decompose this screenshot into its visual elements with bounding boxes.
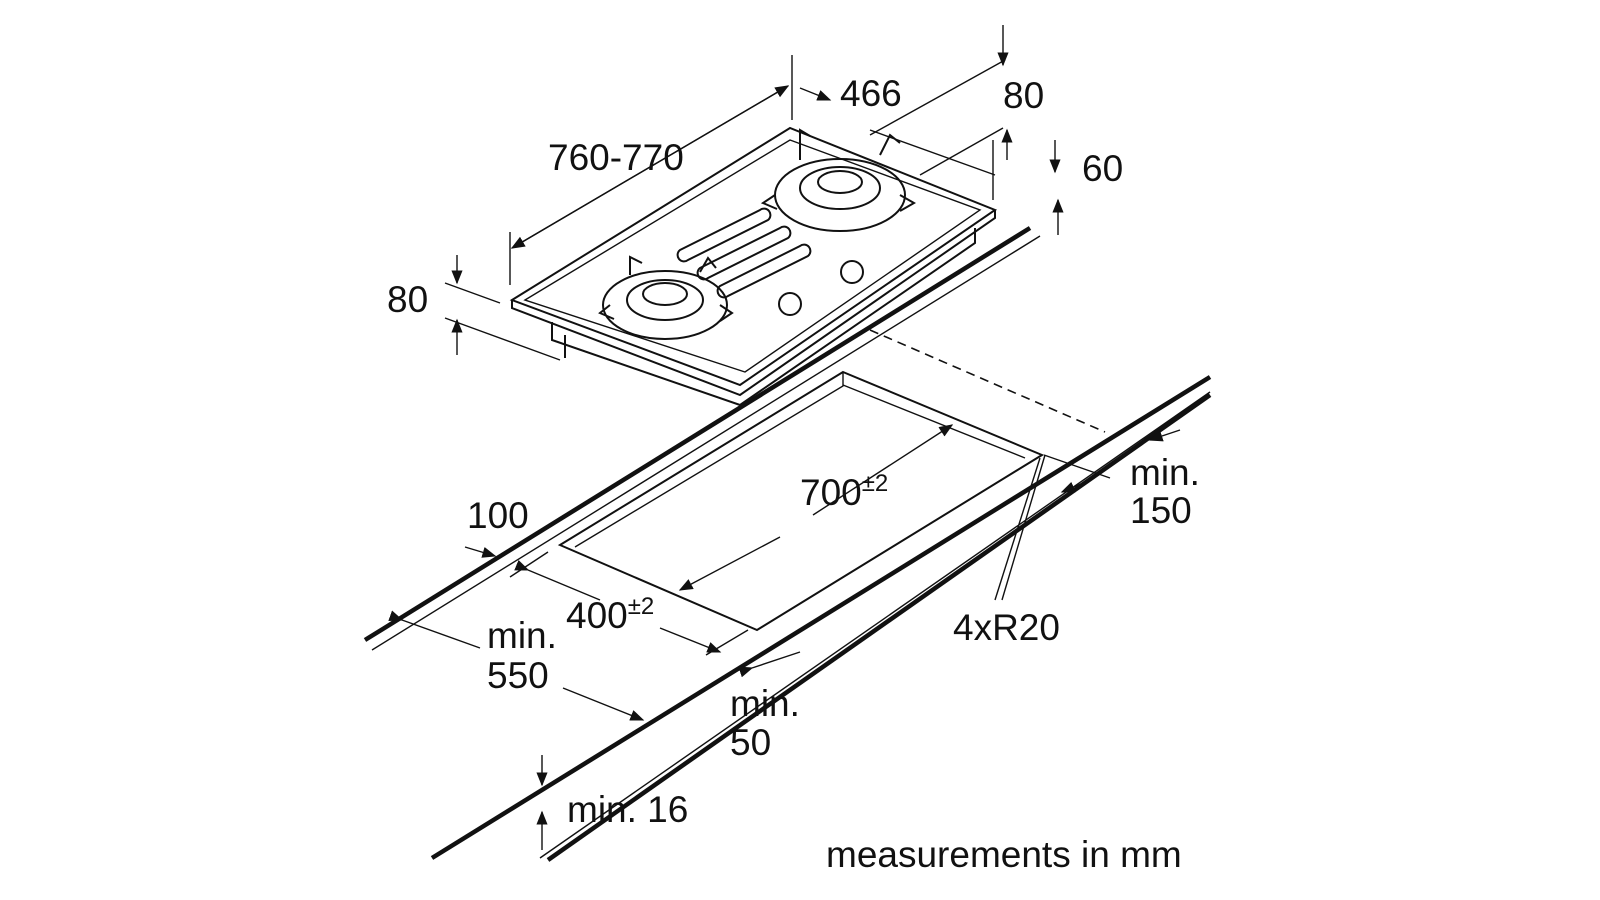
label-worktop-thickness: min. 16	[567, 789, 688, 830]
label-front-height-80: 80	[387, 279, 428, 320]
label-side-clearance-min: min.	[1130, 452, 1200, 493]
alignment-dashed-line	[869, 329, 1106, 433]
units-note: measurements in mm	[826, 834, 1182, 875]
label-cutout-width: 400±2	[566, 593, 654, 636]
label-front-clearance: 100	[467, 495, 529, 536]
burner-right	[760, 128, 917, 232]
dimension-lines	[388, 25, 1181, 850]
burner-left	[598, 255, 734, 340]
worktop	[363, 226, 1212, 862]
label-depth-clearance-min: min.	[487, 615, 557, 656]
label-length-760-770: 760-770	[548, 137, 684, 178]
label-depth-clearance-value: 550	[487, 655, 549, 696]
label-cutout-length: 700±2	[800, 470, 888, 513]
label-rear-height-80: 80	[1003, 75, 1044, 116]
cutout-outline	[557, 370, 1045, 632]
label-corner-radius: 4xR20	[953, 607, 1060, 648]
label-back-clearance-value: 50	[730, 722, 771, 763]
label-side-clearance-value: 150	[1130, 490, 1192, 531]
label-depth-466: 466	[840, 73, 902, 114]
label-back-clearance-min: min.	[730, 683, 800, 724]
label-side-height-60: 60	[1082, 148, 1123, 189]
control-knob-right	[840, 260, 864, 284]
control-knob-left	[778, 292, 802, 316]
grill-slots	[676, 207, 812, 299]
gas-hob	[509, 126, 998, 407]
